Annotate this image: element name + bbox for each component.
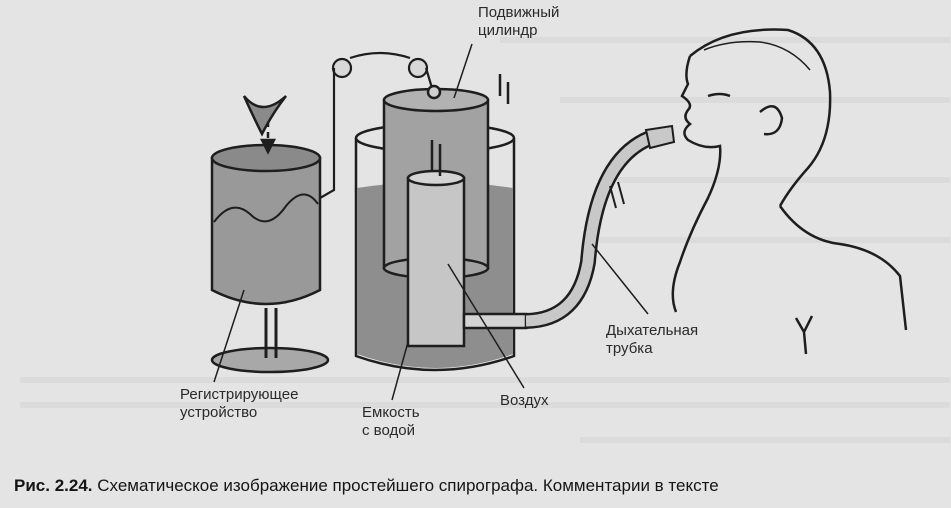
- label-water-tank-line2: с водой: [362, 422, 415, 439]
- label-water-tank-line1: Емкость: [362, 404, 420, 421]
- spirograph-diagram: [20, 28, 950, 443]
- label-breathing-tube: Дыхательная трубка: [606, 322, 698, 358]
- figure-caption: Рис. 2.24. Схематическое изображение про…: [14, 476, 719, 496]
- person-profile: [671, 28, 908, 355]
- label-moving-cylinder: Подвижный цилиндр: [478, 4, 559, 40]
- label-moving-cylinder-line1: Подвижный: [478, 4, 560, 21]
- pulley-system: [319, 51, 434, 199]
- label-water-tank: Емкость с водой: [362, 404, 420, 440]
- background-texture: [20, 37, 950, 443]
- air-pipe: [406, 140, 528, 348]
- label-recording-device: Регистрирующее устройство: [180, 386, 298, 422]
- pointer-lines: [213, 43, 649, 401]
- label-breathing-tube-line1: Дыхательная: [606, 322, 699, 339]
- label-recording-device-line2: устройство: [180, 404, 258, 421]
- figure-caption-text: Схематическое изображение простейшего сп…: [97, 476, 719, 495]
- label-breathing-tube-line2: трубка: [606, 340, 653, 357]
- recording-device: [210, 95, 330, 374]
- label-moving-cylinder-line2: цилиндр: [478, 22, 538, 39]
- breathing-tube: [525, 124, 676, 329]
- label-air: Воздух: [500, 392, 548, 410]
- figure-number: Рис. 2.24.: [14, 476, 93, 495]
- label-recording-device-line1: Регистрирующее: [180, 386, 299, 403]
- label-air-text: Воздух: [500, 392, 549, 409]
